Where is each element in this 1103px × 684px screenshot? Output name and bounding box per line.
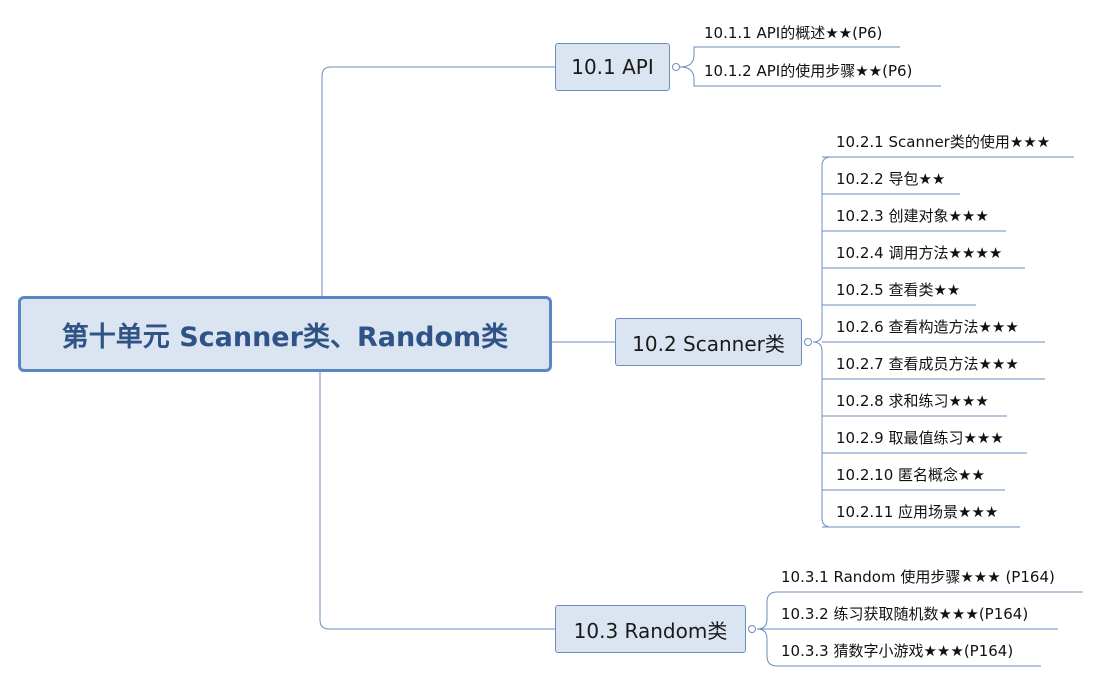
topic-scanner-1[interactable]: 10.2.1 Scanner类的使用★★★ bbox=[836, 133, 1051, 151]
topic-scanner-6[interactable]: 10.2.6 查看构造方法★★★ bbox=[836, 318, 1019, 336]
topic-scanner-8[interactable]: 10.2.8 求和练习★★★ bbox=[836, 392, 989, 410]
topic-scanner-2[interactable]: 10.2.2 导包★★ bbox=[836, 170, 946, 188]
scanner-underlines bbox=[822, 156, 1074, 528]
topic-random-3[interactable]: 10.3.3 猜数字小游戏★★★(P164) bbox=[781, 642, 1014, 660]
topic-api-2[interactable]: 10.1.2 API的使用步骤★★(P6) bbox=[704, 62, 913, 80]
branch-random[interactable]: 10.3 Random类 bbox=[555, 605, 746, 653]
collapse-scanner-icon[interactable] bbox=[804, 338, 812, 346]
topic-scanner-11[interactable]: 10.2.11 应用场景★★★ bbox=[836, 503, 999, 521]
connector-root-api bbox=[321, 66, 555, 296]
topic-scanner-10[interactable]: 10.2.10 匿名概念★★ bbox=[836, 466, 985, 484]
topic-scanner-9[interactable]: 10.2.9 取最值练习★★★ bbox=[836, 429, 1004, 447]
branch-api-label: 10.1 API bbox=[571, 55, 654, 79]
root-title: 第十单元 Scanner类、Random类 bbox=[61, 321, 509, 353]
collapse-api-icon[interactable] bbox=[672, 63, 680, 71]
collapse-random-icon[interactable] bbox=[748, 625, 756, 633]
topic-random-2[interactable]: 10.3.2 练习获取随机数★★★(P164) bbox=[781, 605, 1029, 623]
topic-api-1[interactable]: 10.1.1 API的概述★★(P6) bbox=[704, 24, 883, 42]
root-topic[interactable]: 第十单元 Scanner类、Random类 bbox=[18, 296, 552, 372]
branch-random-label: 10.3 Random类 bbox=[573, 618, 728, 643]
connector-root-random bbox=[319, 372, 555, 630]
topic-scanner-7[interactable]: 10.2.7 查看成员方法★★★ bbox=[836, 355, 1019, 373]
topic-scanner-3[interactable]: 10.2.3 创建对象★★★ bbox=[836, 207, 989, 225]
topic-random-1[interactable]: 10.3.1 Random 使用步骤★★★ (P164) bbox=[781, 568, 1055, 586]
branch-scanner-label: 10.2 Scanner类 bbox=[632, 331, 785, 356]
branch-api[interactable]: 10.1 API bbox=[555, 43, 670, 91]
topic-scanner-4[interactable]: 10.2.4 调用方法★★★★ bbox=[836, 244, 1003, 262]
branch-scanner[interactable]: 10.2 Scanner类 bbox=[615, 318, 802, 366]
topic-scanner-5[interactable]: 10.2.5 查看类★★ bbox=[836, 281, 961, 299]
